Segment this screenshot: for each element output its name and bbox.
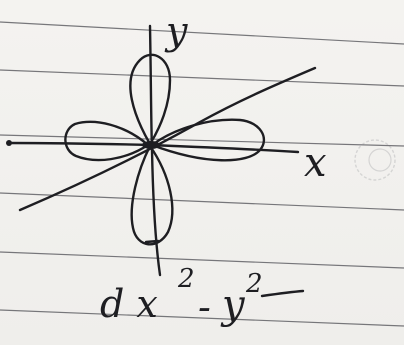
orbital-name-y: y — [220, 282, 246, 328]
orbital-nucleus — [142, 141, 160, 149]
ruled-line — [0, 251, 404, 269]
x-axis-label: x — [304, 140, 327, 186]
orbital-name-minus: - — [198, 285, 211, 329]
ruled-line — [0, 309, 404, 327]
orbital-lobe-top — [129, 53, 172, 146]
y-axis-label: y — [164, 9, 188, 53]
lower-lobe-tick — [144, 239, 160, 244]
y-axis-line — [148, 24, 162, 277]
orbital-name-sup2: 2 — [245, 269, 263, 299]
ruled-line — [0, 192, 404, 211]
orbital-name-label: d x 2 - y 2 — [100, 264, 263, 329]
orbital-lobe-left — [64, 120, 150, 162]
orbital-lobe-bottom — [130, 144, 174, 246]
ruled-lines — [0, 21, 404, 327]
ruled-line — [0, 21, 404, 45]
ruled-line — [0, 134, 404, 147]
orbital-name-base: d x — [100, 282, 158, 326]
ruled-line — [0, 69, 404, 87]
orbital-name-tail — [260, 289, 305, 298]
x-axis-start-dot — [6, 140, 12, 146]
orbital-name-sup1: 2 — [177, 264, 195, 294]
erased-mark — [354, 139, 396, 181]
orbital-lobe-right — [150, 118, 266, 162]
